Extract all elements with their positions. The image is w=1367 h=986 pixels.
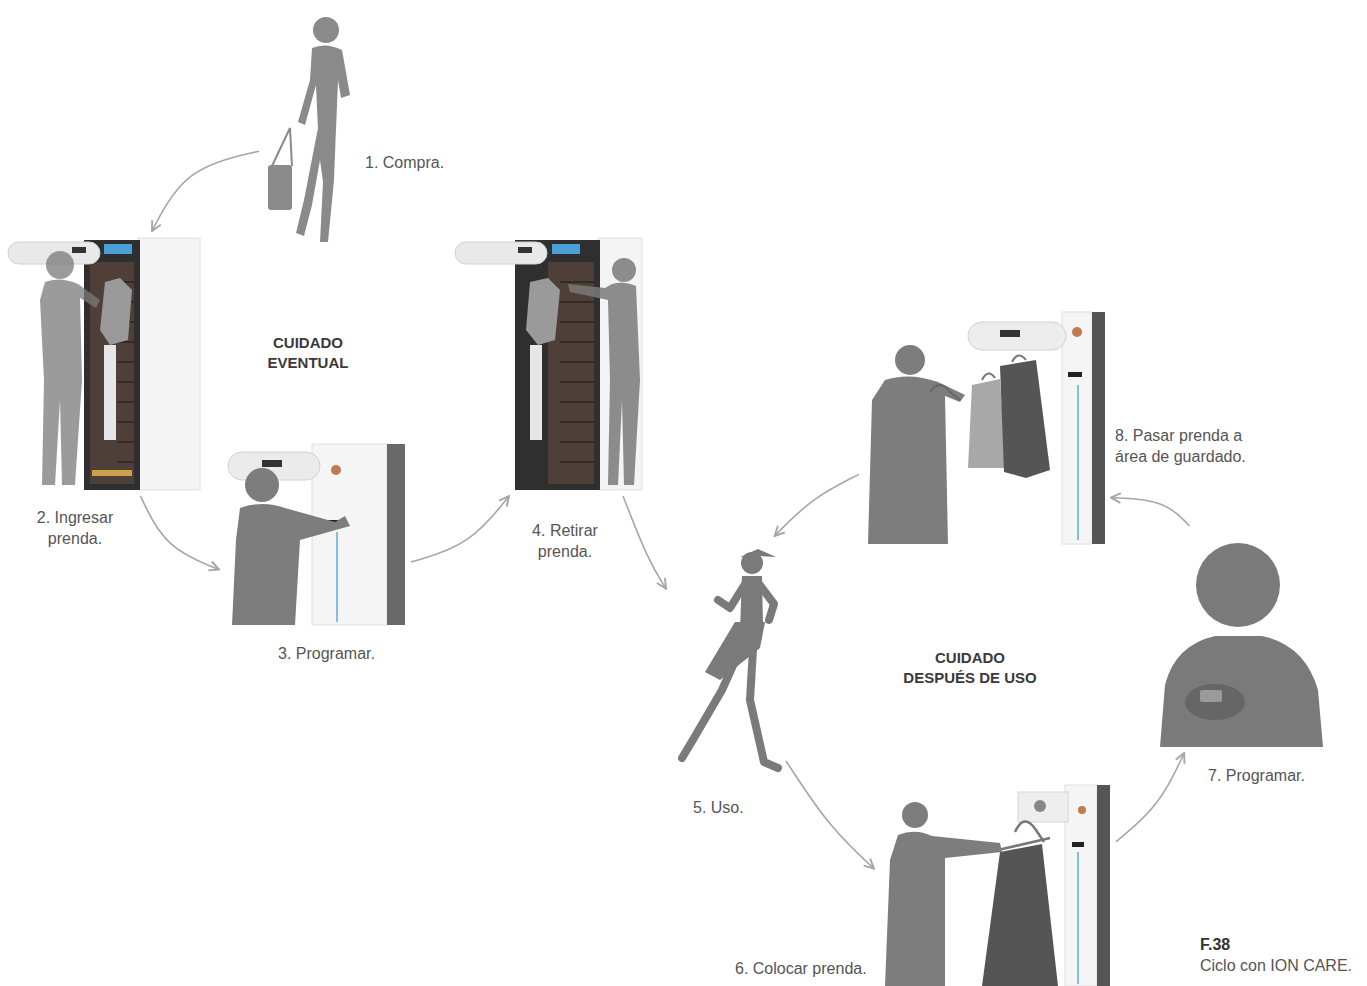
flow-arrow <box>152 151 259 231</box>
step-figure: 8. Pasar prenda a área de guardado. <box>865 312 1105 544</box>
step-caption: 8. Pasar prenda a área de guardado. <box>1115 425 1255 467</box>
section-heading: CUIDADO DESPUÉS DE USO <box>900 648 1040 688</box>
step-caption: 2. Ingresar prenda. <box>25 507 125 549</box>
section-heading: CUIDADO EVENTUAL <box>258 333 358 373</box>
phone-user-figure <box>1160 543 1323 747</box>
unit-place-garment <box>885 785 1110 986</box>
flow-arrow <box>623 496 666 589</box>
cabinet-program <box>228 444 405 625</box>
flow-arrow <box>786 761 874 869</box>
step-figure: 4. Retirar prenda. <box>452 237 642 490</box>
step-figure: 7. Programar. <box>1145 532 1323 747</box>
step-figure: 3. Programar. <box>225 440 405 625</box>
shopper-figure <box>268 17 350 242</box>
runner-figure <box>682 549 778 768</box>
cabinet-insert <box>8 238 200 490</box>
step-figure: 6. Colocar prenda. <box>880 780 1110 986</box>
step-caption: 5. Uso. <box>693 797 744 818</box>
step-figure: 2. Ingresar prenda. <box>8 237 200 490</box>
step-figure: 5. Uso. <box>672 542 780 775</box>
step-caption: 7. Programar. <box>1208 765 1305 786</box>
figure-caption: Ciclo con ION CARE. <box>1200 956 1352 976</box>
flow-arrow <box>140 496 219 570</box>
flow-arrow <box>1116 753 1184 842</box>
cabinet-remove <box>455 238 642 490</box>
flow-arrow <box>411 496 509 562</box>
figure-number: F.38 <box>1200 935 1230 955</box>
step-figure: 1. Compra. <box>265 12 355 252</box>
step-caption: 3. Programar. <box>278 643 375 664</box>
step-caption: 6. Colocar prenda. <box>735 958 867 979</box>
flow-arrow <box>1111 498 1190 526</box>
step-caption: 1. Compra. <box>365 152 444 173</box>
step-caption: 4. Retirar prenda. <box>515 520 615 562</box>
unit-storage-area <box>868 312 1105 544</box>
flow-arrow <box>775 474 859 536</box>
